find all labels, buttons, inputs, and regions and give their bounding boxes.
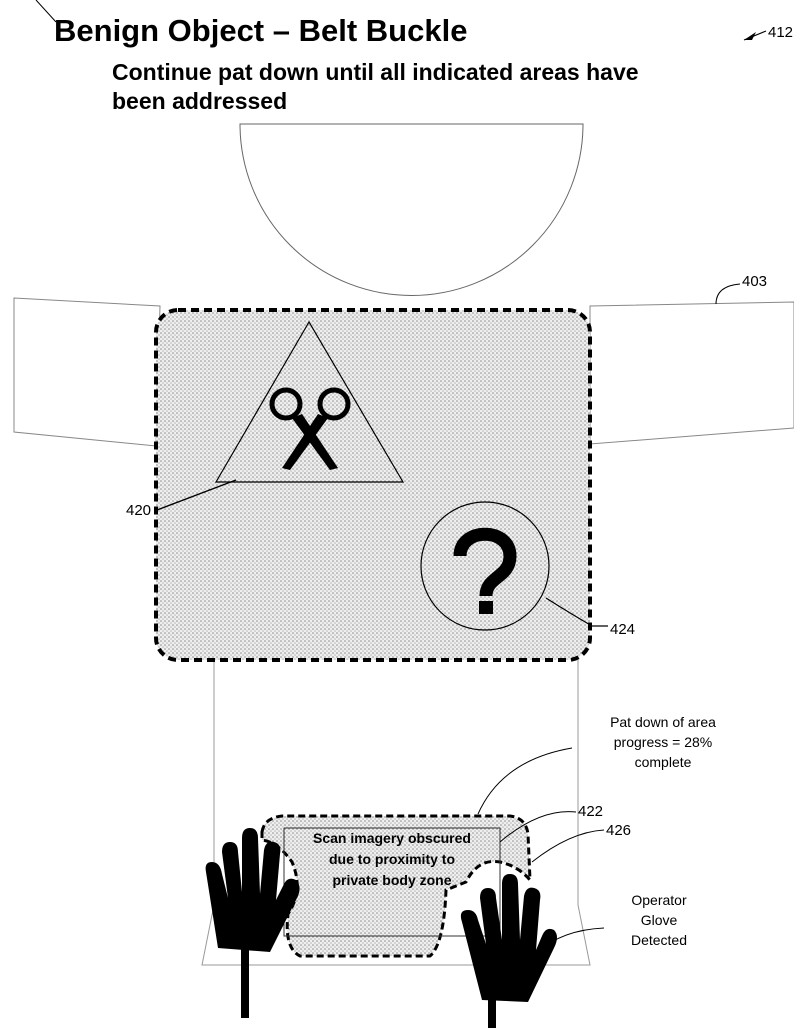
glove-callout-line: Operator <box>631 892 687 908</box>
glove-callout-line: Glove <box>640 912 678 928</box>
obscured-notice: Scan imagery obscured due to proximity t… <box>284 828 500 891</box>
left-hand-icon <box>205 828 300 1018</box>
scissors-icon <box>269 387 351 470</box>
right-arm-outline <box>589 301 794 445</box>
right-hand-icon <box>460 874 557 1028</box>
glove-callout: Operator Glove Detected <box>600 890 718 950</box>
ref-threat-area: 420 <box>126 502 152 519</box>
page-title: Benign Object – Belt Buckle <box>54 13 468 48</box>
ref-screen: 412 <box>768 24 794 41</box>
progress-callout: Pat down of area progress = 28% complete <box>578 712 748 772</box>
glove-callout-line: Detected <box>630 932 688 948</box>
progress-callout-line: progress = 28% <box>613 734 713 750</box>
ref-private-zone: 426 <box>606 822 632 839</box>
ref-patdown-area: 422 <box>578 803 604 820</box>
obscured-notice-line: private body zone <box>332 872 452 888</box>
unknown-object-circle <box>420 501 550 631</box>
left-arm-outline <box>13 297 161 447</box>
ref-body: 403 <box>742 273 768 290</box>
ref-unknown-object: 424 <box>610 621 636 638</box>
instruction-text: Continue pat down until all indicated ar… <box>112 59 639 114</box>
threat-warning-triangle <box>214 320 405 483</box>
progress-callout-line: Pat down of area <box>610 714 716 730</box>
progress-callout-line: complete <box>634 754 692 770</box>
patdown-region <box>260 814 532 958</box>
question-mark-icon <box>453 527 517 614</box>
head-outline <box>239 123 584 296</box>
obscured-notice-line: due to proximity to <box>329 851 455 867</box>
obscured-notice-line: Scan imagery obscured <box>313 830 471 846</box>
